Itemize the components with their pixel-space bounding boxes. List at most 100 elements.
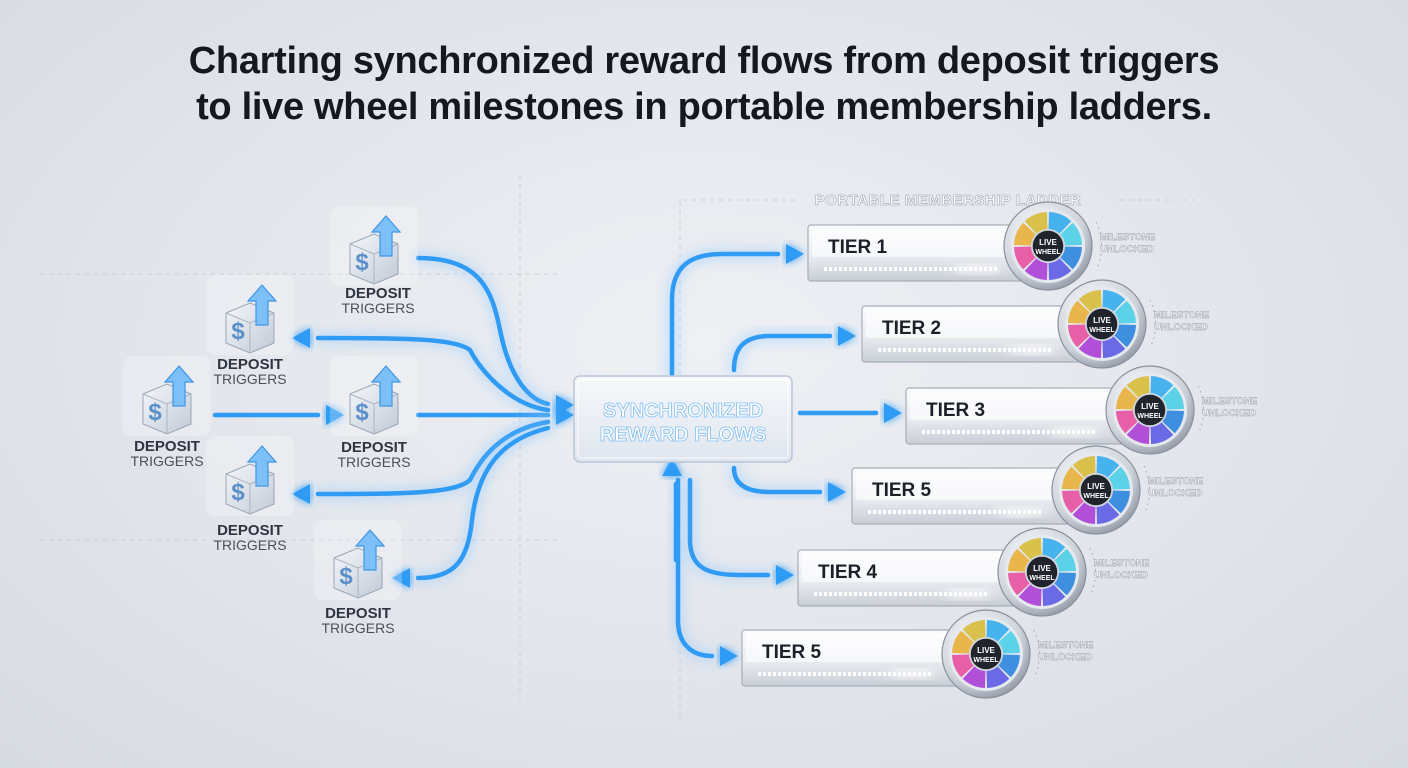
dollar-cube-icon: $ [333, 529, 386, 599]
trigger-label-line-2: TRIGGERS [213, 371, 286, 387]
milestone-badge-line-2: UNLOCKED [1154, 322, 1208, 333]
wheel-segment [1054, 548, 1076, 572]
tier-bar-highlight [856, 472, 1084, 500]
wheel-segment [1024, 212, 1048, 234]
flow-glow-5 [412, 422, 554, 584]
wheel-segment [986, 666, 1010, 688]
wheel-segment [962, 620, 986, 642]
dollar-cube-icon: $ [349, 365, 402, 435]
trigger-symbol: $ [355, 399, 369, 426]
arrow-head-icon [838, 326, 856, 346]
milestone-badge-line-1: MILESTONE [1202, 396, 1257, 407]
tier-glint [1006, 346, 1058, 354]
deposit-trigger-group: $DEPOSITTRIGGERS$DEPOSITTRIGGERS$DEPOSIT… [123, 206, 418, 636]
arrow-head-icon [720, 646, 738, 666]
trigger-label-line-1: DEPOSIT [325, 605, 391, 622]
title-line-2: to live wheel milestones in portable mem… [196, 86, 1212, 128]
trigger-label-line-1: DEPOSIT [341, 439, 407, 456]
wheel-segment [1078, 336, 1102, 358]
wheel-segment [1018, 584, 1042, 606]
milestone-badge-line-2: UNLOCKED [1148, 488, 1202, 499]
trigger-label-line-2: TRIGGERS [337, 454, 410, 470]
wheel-segment [1008, 572, 1030, 596]
trigger-symbol: $ [231, 479, 245, 506]
milestone-badge-line-2: UNLOCKED [1100, 244, 1154, 255]
flow-path-6 [669, 251, 781, 377]
trigger-label-line-1: DEPOSIT [217, 522, 283, 539]
arrow-head-icon [392, 568, 410, 588]
wheel-segment [1008, 548, 1030, 572]
milestone-badge-line-1: MILESTONE [1148, 476, 1203, 487]
tier-glint [952, 265, 1004, 273]
wheel-segment [1116, 410, 1138, 434]
tier-bar-highlight [910, 392, 1138, 420]
wheel-text-2: WHEEL [973, 657, 999, 664]
trigger-symbol: $ [355, 249, 369, 276]
tier-label: TIER 2 [882, 318, 941, 339]
trigger-label-line-1: DEPOSIT [345, 285, 411, 302]
flow-path-5 [415, 425, 551, 581]
ladder-label: PORTABLE MEMBERSHIP LADDER [815, 192, 1082, 209]
wheel-segment [1014, 222, 1036, 246]
wheel-segment [1072, 502, 1096, 524]
trigger-symbol: $ [148, 399, 162, 426]
wheel-segment [1108, 490, 1130, 514]
wheel-tick-arc [1095, 221, 1103, 271]
wheel-tick-arc [1033, 629, 1041, 679]
flow-path-0 [415, 255, 551, 407]
milestone-badge-line-1: MILESTONE [1094, 558, 1149, 569]
wheel-tick-arc [1197, 385, 1205, 435]
wheel-segment [1108, 466, 1130, 490]
wheel-segment [1150, 422, 1174, 444]
wheel-segment [1078, 290, 1102, 312]
page-title: Charting synchronized reward flows from … [0, 38, 1408, 130]
tier-label: TIER 3 [926, 400, 985, 421]
wheel-text-2: WHEEL [1089, 327, 1115, 334]
wheel-segment [1018, 538, 1042, 560]
wheel-segment [1068, 324, 1090, 348]
wheel-segment [1096, 502, 1120, 524]
wheel-segment [1126, 376, 1150, 398]
wheel-segment [1162, 386, 1184, 410]
reward-hub: SYNCHRONIZED REWARD FLOWS [573, 375, 793, 463]
wheel-text-2: WHEEL [1083, 493, 1109, 500]
flow-glow-6 [666, 248, 784, 380]
tier-bar-highlight [802, 554, 1030, 582]
wheel-text-1: LIVE [1039, 238, 1057, 247]
wheel-segment [962, 666, 986, 688]
wheel-segment [1060, 246, 1082, 270]
wheel-text-1: LIVE [1033, 564, 1051, 573]
hub-label-line-2: REWARD FLOWS [600, 424, 767, 446]
wheel-tick-arc [1143, 465, 1151, 515]
wheel-segment [1048, 212, 1072, 234]
wheel-segment [1054, 572, 1076, 596]
wheel-segment [1102, 336, 1126, 358]
flow-path-10 [687, 477, 771, 578]
tier-bar-highlight [866, 310, 1094, 338]
wheel-segment [1062, 490, 1084, 514]
trigger-label-line-1: DEPOSIT [134, 438, 200, 455]
tier-label: TIER 5 [872, 480, 932, 501]
trigger-label-line-1: DEPOSIT [217, 356, 283, 373]
milestone-badge-line-2: UNLOCKED [1094, 570, 1148, 581]
trigger-symbol: $ [339, 563, 353, 590]
milestone-badge-line-1: MILESTONE [1154, 310, 1209, 321]
wheel-segment [1150, 376, 1174, 398]
flow-path-11 [675, 477, 715, 659]
tier-label: TIER 5 [762, 642, 822, 663]
wheel-segment [1072, 456, 1096, 478]
tier-glint [996, 508, 1048, 516]
